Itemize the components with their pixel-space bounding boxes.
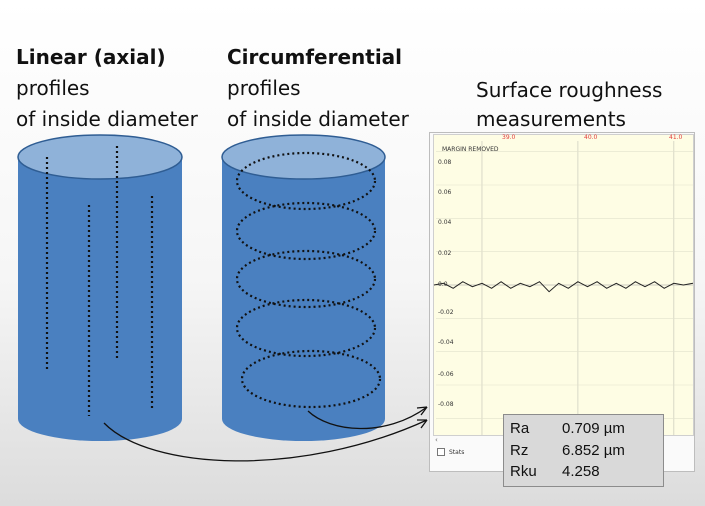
scroll-left-icon[interactable]: ‹ — [435, 436, 438, 444]
stats-checkbox[interactable] — [437, 448, 445, 456]
surface-roughness-heading: Surface roughness measurements — [476, 76, 662, 134]
linear-cylinder-bottom — [18, 397, 182, 441]
chart-series — [433, 281, 694, 293]
roughness-param-label: Ra — [510, 420, 530, 437]
linear-heading-line3: of inside diameter — [16, 107, 198, 131]
roughness-param-label: Rz — [510, 442, 529, 459]
linear-heading-line2: profiles — [16, 76, 90, 100]
x-tick-label: 39.0 — [502, 134, 516, 141]
arrow-linear-to-plot — [103, 419, 428, 462]
y-tick-label: -0.08 — [438, 401, 454, 408]
roughness-param-value: 6.852 µm — [562, 442, 625, 459]
linear-cylinder-top — [17, 134, 183, 180]
y-tick-label: -0.04 — [438, 339, 454, 346]
stats-toggle[interactable]: Stats — [437, 448, 464, 456]
linear-heading-bold: Linear (axial) — [16, 45, 166, 69]
arrowhead — [416, 406, 428, 416]
y-tick-label: 0.0 — [438, 281, 448, 288]
circumferential-profile-ring — [235, 201, 377, 261]
linear-cylinder — [17, 134, 183, 441]
y-tick-label: 0.08 — [438, 159, 452, 166]
arrow-circ-to-plot — [307, 406, 428, 430]
arrowhead — [417, 419, 428, 429]
linear-cylinder-body — [18, 157, 182, 419]
circ-heading-line3: of inside diameter — [227, 107, 409, 131]
y-tick-label: -0.06 — [438, 371, 454, 378]
x-tick-label: 40.0 — [584, 134, 598, 141]
linear-profiles-heading: Linear (axial) profiles of inside diamet… — [16, 42, 198, 135]
circumferential-profile-ring — [235, 151, 377, 211]
roughness-param-value: 0.709 µm — [562, 420, 625, 437]
circumferential-profile-ring — [235, 249, 377, 309]
y-tick-label: 0.04 — [438, 219, 452, 226]
x-tick-label: 41.0 — [669, 134, 683, 141]
roughness-values-box: Ra 0.709 µm Rz 6.852 µm Rku 4.258 — [503, 414, 664, 487]
y-tick-label: 0.06 — [438, 189, 452, 196]
y-tick-label: -0.02 — [438, 309, 454, 316]
rough-heading-line1: Surface roughness — [476, 78, 663, 102]
rough-heading-line2: measurements — [476, 107, 626, 131]
circumferential-profile-ring — [235, 298, 377, 358]
roughness-param-value: 4.258 — [562, 463, 600, 480]
circumferential-profile-ring — [240, 349, 382, 409]
circ-cylinder-top — [221, 134, 386, 180]
stats-label: Stats — [449, 448, 465, 456]
roughness-param-label: Rku — [510, 463, 537, 480]
circ-heading-bold: Circumferential — [227, 45, 403, 69]
circ-cylinder-body — [222, 157, 385, 419]
circumferential-profiles-heading: Circumferential profiles of inside diame… — [227, 42, 409, 135]
margin-removed-label: MARGIN REMOVED — [442, 146, 499, 153]
circ-heading-line2: profiles — [227, 76, 301, 100]
circ-cylinder-bottom — [222, 397, 385, 441]
circumferential-cylinder — [221, 134, 386, 441]
y-tick-label: 0.02 — [438, 250, 452, 257]
roughness-profile-line — [433, 281, 694, 293]
